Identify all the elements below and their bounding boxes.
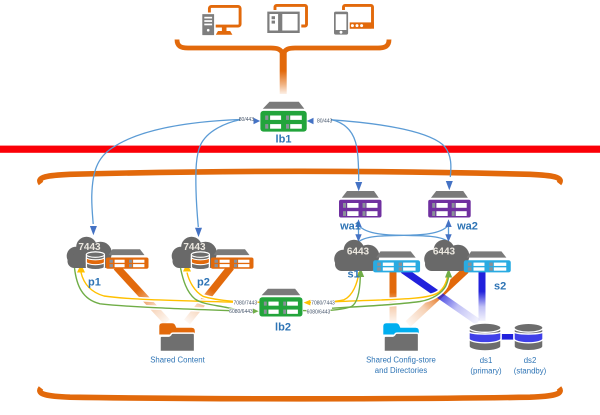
svg-text:ds2: ds2 [524, 356, 537, 365]
svg-text:7443: 7443 [183, 242, 206, 253]
svg-text:Shared Config-store: Shared Config-store [366, 356, 436, 365]
svg-text:(primary): (primary) [470, 367, 502, 376]
svg-text:6080/6443: 6080/6443 [307, 309, 331, 315]
svg-text:7080/7443: 7080/7443 [311, 301, 335, 307]
svg-text:80/443: 80/443 [239, 117, 255, 123]
svg-text:80/443: 80/443 [317, 118, 333, 124]
svg-text:s1: s1 [348, 269, 360, 281]
svg-text:p1: p1 [88, 277, 101, 289]
svg-text:6080/6443: 6080/6443 [229, 309, 253, 315]
svg-text:6443: 6443 [347, 247, 370, 258]
svg-text:7080/7443: 7080/7443 [233, 301, 257, 307]
svg-text:6443: 6443 [433, 247, 456, 258]
svg-text:7443: 7443 [78, 242, 101, 253]
svg-text:p2: p2 [197, 277, 210, 289]
svg-text:wa1: wa1 [339, 221, 361, 233]
svg-text:and Directories: and Directories [375, 366, 428, 375]
svg-text:lb1: lb1 [276, 134, 292, 146]
svg-text:ds1: ds1 [480, 356, 493, 365]
svg-text:wa2: wa2 [456, 221, 478, 233]
svg-text:Shared Content: Shared Content [150, 356, 205, 365]
svg-text:(standby): (standby) [514, 367, 547, 376]
svg-text:s2: s2 [494, 281, 506, 293]
svg-text:lb2: lb2 [275, 322, 291, 334]
